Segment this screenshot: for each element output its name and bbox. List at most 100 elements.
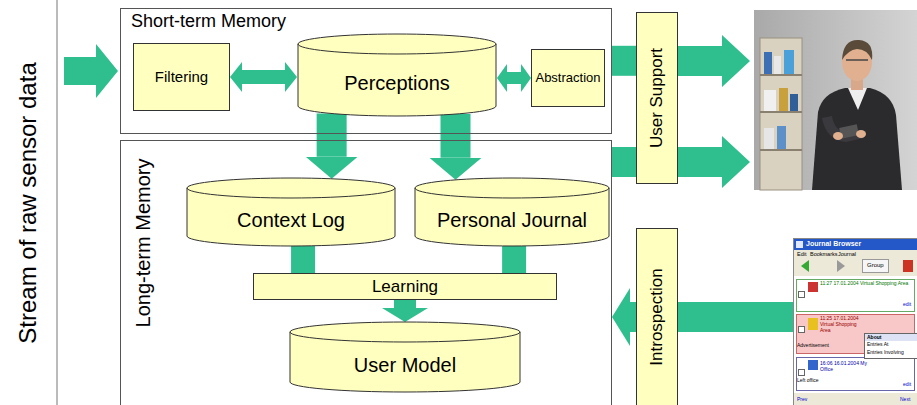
- label-holder: Edit: [797, 251, 806, 257]
- axis-label: Stream of raw sensor data: [14, 62, 42, 343]
- cylinder-rim: [298, 44, 496, 54]
- shelf: [760, 74, 802, 76]
- label-holder: Journal: [838, 251, 856, 257]
- node-label: Personal Journal: [437, 209, 587, 232]
- button-label: Group: [867, 262, 884, 269]
- entry-heading: 11:27 17.01.2004 Virtual Shopping Area: [820, 281, 912, 287]
- menu-item: Edit: [797, 251, 806, 257]
- label-holder: Journal Browser: [806, 240, 861, 248]
- book: [764, 90, 776, 111]
- cylinder-body: [290, 322, 520, 392]
- window-icon: [796, 241, 803, 248]
- node-label: User Model: [354, 354, 456, 377]
- introspection-arrow-body: [678, 302, 794, 332]
- cylinder-body: [187, 178, 395, 246]
- label-holder: Left office: [797, 378, 819, 384]
- flow-arrow: [242, 70, 285, 84]
- side-band: Introspection: [636, 228, 678, 405]
- store-cylinder: Personal Journal: [414, 177, 610, 247]
- status-bar: [794, 393, 917, 405]
- book: [779, 88, 788, 111]
- node-label: Introspection: [647, 268, 667, 365]
- label-holder: 11:25 17.01.2004 Virtual Shopping Area: [820, 316, 868, 333]
- journal-entry: [797, 358, 915, 391]
- link-text: Next: [900, 397, 910, 403]
- link-text: Prev: [797, 397, 807, 403]
- book: [774, 56, 781, 74]
- entry-text: Advertisement: [797, 343, 829, 349]
- label-holder: Stream of raw sensor data: [14, 62, 42, 343]
- node-label: User Support: [647, 48, 667, 148]
- process-box: Learning: [253, 273, 557, 300]
- person-hand: [833, 132, 843, 140]
- book: [777, 126, 786, 149]
- checkbox: [799, 327, 805, 333]
- side-band: User Support: [636, 12, 678, 184]
- cylinder-rim: [415, 188, 609, 198]
- cylinder-body: [298, 34, 496, 116]
- entry-icon: [808, 282, 818, 292]
- label-holder: edit: [903, 382, 911, 388]
- back-button: [801, 260, 809, 272]
- flow-arrow: [507, 72, 521, 84]
- divider-line: [57, 0, 58, 405]
- menu-item: Entries Involving: [867, 350, 904, 356]
- stop-button: [903, 260, 913, 272]
- entry-icon: [808, 318, 818, 330]
- forward-button: [837, 260, 845, 272]
- store-cylinder: Context Log: [186, 177, 396, 247]
- menu-item: Entries At: [867, 342, 888, 348]
- person-hand: [856, 130, 866, 138]
- input-arrow: [64, 44, 118, 98]
- person-body: [812, 88, 902, 190]
- label-holder: 11:27 17.01.2004 Virtual Shopping Area: [820, 281, 912, 287]
- memory-panel: FilteringPerceptionsAbstractionShort-ter…: [120, 8, 612, 134]
- cylinder-rim: [187, 188, 395, 198]
- book: [784, 50, 794, 74]
- store-cylinder: Perceptions: [297, 33, 497, 117]
- node-label: Abstraction: [535, 71, 600, 86]
- label-holder: Entries Involving: [867, 350, 904, 356]
- entry-icon: [808, 360, 818, 370]
- flow-arrow: [612, 147, 636, 177]
- book: [764, 128, 774, 149]
- label-holder: Bookmarks: [810, 251, 838, 257]
- process-box: Filtering: [133, 43, 230, 111]
- person-hair: [842, 40, 872, 60]
- photo-background: [754, 10, 917, 190]
- menu-highlight: [865, 334, 917, 341]
- entry-heading: 11:25 17.01.2004 Virtual Shopping Area: [820, 316, 868, 333]
- cylinder-rim: [290, 332, 520, 342]
- menu-item: Bookmarks: [810, 251, 838, 257]
- entry-heading: 16:06 16.01.2004 My Office: [820, 361, 868, 373]
- support-arrow: [678, 35, 750, 87]
- context-menu: [865, 334, 917, 359]
- store-cylinder: User Model: [289, 321, 521, 393]
- window-title: Journal Browser: [806, 240, 861, 248]
- group-button: [863, 260, 889, 273]
- node-label: Filtering: [155, 68, 208, 85]
- person-glasses: [846, 59, 868, 61]
- shelf: [760, 111, 802, 113]
- rotated-holder: Long-term Memory: [132, 159, 155, 328]
- label-holder: About: [867, 335, 881, 341]
- list-area: [794, 276, 917, 393]
- link-text: edit: [903, 382, 911, 388]
- menu-item: Journal: [838, 251, 856, 257]
- flow-arrow: [502, 246, 526, 273]
- flow-arrow: [394, 300, 416, 308]
- flow-arrow: [441, 114, 471, 158]
- rotated-holder: User Support: [647, 48, 667, 148]
- label-holder: 16:06 16.01.2004 My Office: [820, 361, 868, 373]
- rotated-holder: Introspection: [647, 268, 667, 365]
- person-arm: [822, 116, 864, 142]
- cylinder-body: [415, 178, 609, 246]
- node-label: Long-term Memory: [132, 159, 155, 328]
- label-holder: Next: [900, 397, 910, 403]
- book: [790, 94, 798, 111]
- flow-arrow: [317, 114, 347, 157]
- node-label: Context Log: [237, 209, 345, 232]
- label-holder: Group: [867, 262, 884, 269]
- label-holder: Entries At: [867, 342, 888, 348]
- memory-panel: Context Log Personal JournalLearningUser …: [120, 140, 612, 405]
